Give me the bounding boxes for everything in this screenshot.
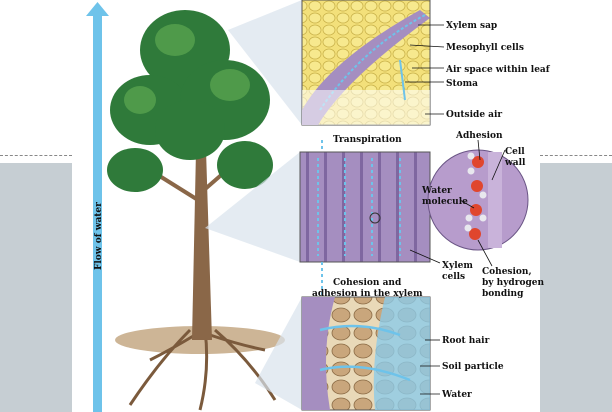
- tree-illustration: [107, 10, 285, 411]
- label-mesophyll-cells: Mesophyll cells: [446, 43, 524, 53]
- label-adhesion: Adhesion: [455, 131, 503, 141]
- label-cohesion-1: Cohesion,: [482, 267, 532, 277]
- label-cohesion-adhesion-2: adhesion in the xylem: [312, 289, 423, 299]
- divider-left: [0, 155, 72, 156]
- leaf-panel: [301, 0, 431, 126]
- divider-right: [540, 155, 612, 156]
- zoom-wedge-root: [255, 297, 302, 410]
- label-transpiration: Transpiration: [333, 135, 402, 145]
- xylem-panel: [299, 151, 431, 263]
- label-outside-air: Outside air: [446, 110, 502, 120]
- label-cell-wall-2: wall: [504, 158, 526, 168]
- label-cell-wall-1: Cell: [505, 147, 525, 157]
- label-soil-particle: Soil particle: [442, 362, 504, 372]
- label-cohesion-adhesion-1: Cohesion and: [333, 278, 402, 288]
- label-cohesion-2: by hydrogen: [482, 278, 544, 288]
- label-xylem-cells-1: Xylem: [442, 261, 473, 271]
- label-cohesion-3: bonding: [482, 289, 524, 299]
- label-water: Water: [441, 390, 472, 400]
- right-side-panel: [540, 163, 612, 412]
- label-xylem-sap: Xylem sap: [446, 21, 497, 31]
- label-xylem-cells-2: cells: [442, 272, 465, 282]
- flow-of-water-arrow: [86, 2, 109, 412]
- label-air-space: Air space within leaf: [445, 65, 551, 75]
- label-root-hair: Root hair: [442, 336, 490, 346]
- zoom-wedge-stem: [205, 152, 300, 262]
- label-water-molecule-1: Water: [421, 186, 452, 196]
- label-stoma: Stoma: [446, 79, 478, 89]
- left-side-panel: [0, 163, 72, 412]
- flow-of-water-label: Flow of water: [94, 202, 104, 270]
- root-panel: [301, 296, 431, 411]
- zoom-wedge-leaf: [228, 0, 302, 125]
- label-water-molecule-2: molecule: [422, 197, 468, 207]
- leader-lines: [405, 24, 506, 395]
- water-molecule-closeup: [427, 149, 529, 251]
